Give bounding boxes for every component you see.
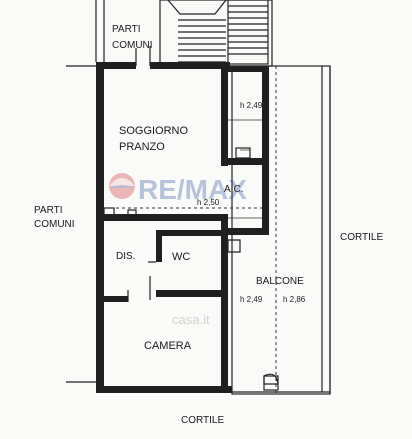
balcone-label: BALCONE xyxy=(256,276,304,287)
dis-label: DIS. xyxy=(116,251,135,262)
cortile-right-label: CORTILE xyxy=(340,232,383,243)
ac-label: A.C. xyxy=(224,184,243,195)
parti-comuni-left-line2: COMUNI xyxy=(34,219,75,230)
walls xyxy=(66,0,331,395)
remax-watermark: RE/MAX casa.it xyxy=(109,173,247,327)
parti-comuni-top-line2: COMUNI xyxy=(112,40,153,51)
balloon-icon xyxy=(109,173,135,199)
height-left: h 2,49 xyxy=(240,295,263,304)
height-ac: h 2,50 xyxy=(197,198,220,207)
watermark-brand: RE/MAX xyxy=(138,174,247,205)
doors xyxy=(96,46,279,391)
height-right: h 2,86 xyxy=(283,295,306,304)
watermark-site: casa.it xyxy=(172,312,210,327)
soggiorno-label-line1: SOGGIORNO xyxy=(119,125,189,137)
wc-label: WC xyxy=(172,251,190,263)
wall-hatching xyxy=(103,119,262,221)
height-closet: h 2,49 xyxy=(240,101,263,110)
room-labels: PARTI COMUNI PARTI COMUNI SOGGIORNO PRAN… xyxy=(34,24,383,426)
soggiorno-label-line2: PRANZO xyxy=(119,141,165,153)
camera-label: CAMERA xyxy=(144,340,192,352)
staircase xyxy=(159,0,273,67)
parti-comuni-top-line1: PARTI xyxy=(112,24,141,35)
parti-comuni-left-line1: PARTI xyxy=(34,205,63,216)
cortile-bottom-label: CORTILE xyxy=(181,415,224,426)
